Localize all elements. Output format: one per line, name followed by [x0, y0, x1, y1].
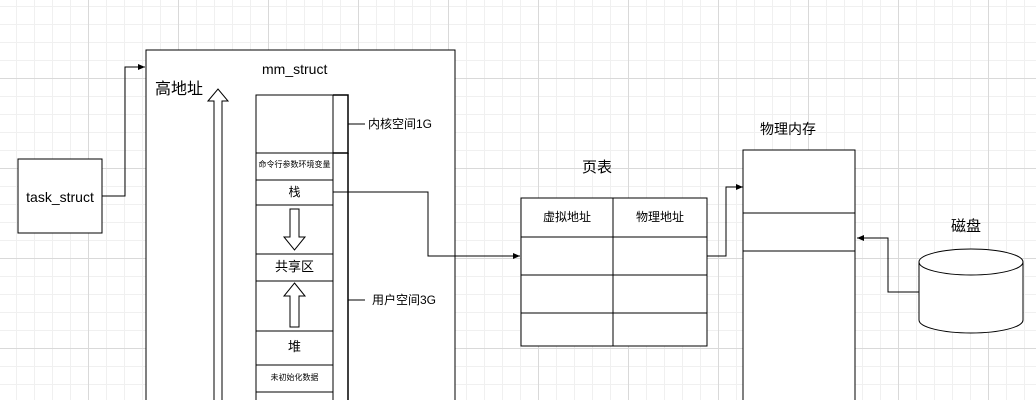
user-space-label: 用户空间3G [372, 293, 437, 307]
disk-title: 磁盘 [951, 218, 982, 235]
mm-struct-title: mm_struct [262, 61, 328, 77]
page-table [520, 197, 708, 347]
high-address-arrow [206, 88, 230, 400]
segment-stack: 栈 [288, 185, 301, 199]
page-table-header-virtual: 虚拟地址 [542, 210, 591, 224]
task-struct-box [17, 158, 103, 234]
physical-memory-box [742, 149, 856, 400]
disk-cylinder [918, 248, 1024, 334]
segment-cmdline-env: 命令行参数环境变量 [258, 160, 331, 169]
stack-to-page-table-arrow [333, 191, 520, 259]
segment-heap: 堆 [287, 339, 301, 354]
page-table-title: 页表 [582, 159, 613, 176]
kernel-space-label: 内核空间1G [368, 117, 433, 131]
task-struct-label: task_struct [26, 189, 94, 205]
high-address-label: 高地址 [155, 81, 204, 98]
disk-to-memory-arrow [857, 235, 919, 293]
page-table-to-memory-arrow [707, 184, 743, 257]
physical-memory-title: 物理内存 [760, 121, 816, 137]
page-table-header-physical: 物理地址 [635, 210, 684, 224]
heap-up-arrow [282, 282, 307, 328]
stack-down-arrow [282, 208, 307, 251]
segment-bss: 未初始化数据 [270, 373, 319, 382]
task-to-mm-arrow [102, 64, 145, 197]
segment-shared: 共享区 [274, 259, 314, 274]
